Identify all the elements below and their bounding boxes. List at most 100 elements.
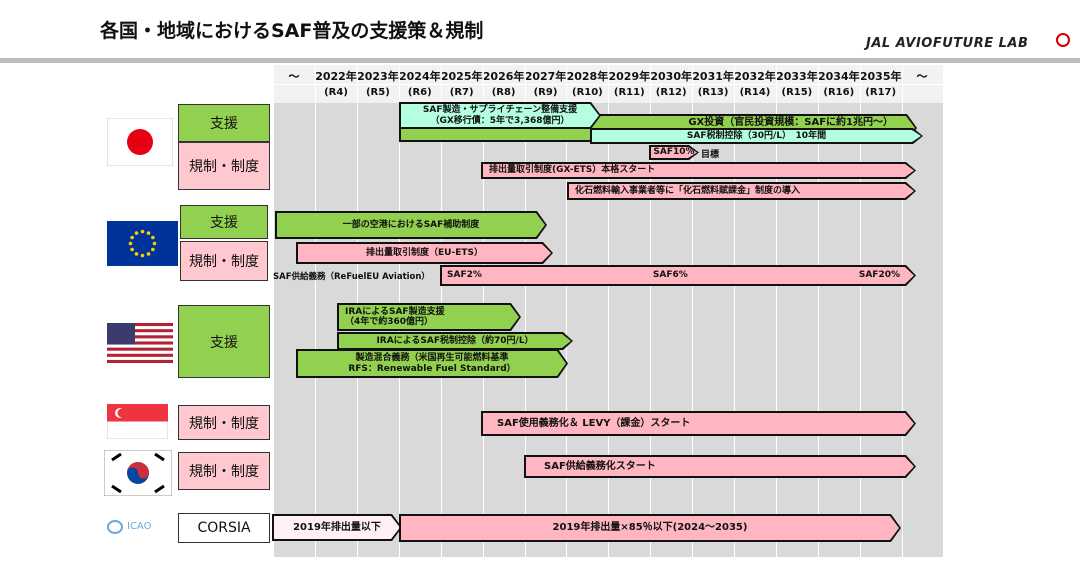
singapore-flag: [107, 404, 168, 439]
eu-star: [130, 247, 134, 252]
reiwa-label: (R16): [823, 87, 855, 98]
year-label: 2035年: [859, 70, 902, 83]
saf2-label: SAF2%: [447, 270, 482, 281]
reiwa-label: (R8): [491, 87, 516, 98]
year-label: 2024年: [398, 70, 441, 83]
japan-gx-ets-bar: 排出量取引制度(GX-ETS）本格スタート: [481, 162, 916, 179]
saf10-label: SAF10%: [651, 147, 697, 158]
reiwa-label: (R14): [739, 87, 771, 98]
year-label: 2027年: [524, 70, 567, 83]
target-label: 目標: [701, 150, 720, 160]
fossil-levy-label: 化石燃料輸入事業者等に「化石燃料賦課金」制度の導入: [569, 184, 914, 198]
grid-line: [734, 65, 735, 557]
eu-star: [152, 241, 157, 246]
eu-star: [134, 252, 139, 256]
japan-fossil-levy-bar: 化石燃料輸入事業者等に「化石燃料賦課金」制度の導入: [567, 182, 916, 200]
japan-regulation-label: 規制・制度: [178, 142, 270, 190]
corsia-target-label: 2019年排出量×85％以下(2024～2035): [401, 516, 899, 540]
corsia-target-bar: 2019年排出量×85％以下(2024～2035): [399, 514, 901, 542]
usa-rfs-bar: 製造混合義務（米国再生可能燃料基準 RFS：Renewable Fuel Sta…: [296, 349, 568, 378]
eu-star: [140, 229, 145, 234]
grid-line: [525, 65, 526, 557]
eu-star: [146, 252, 151, 256]
usa-ira-production-bar: IRAによるSAF製造支援 （4年で約360億円）: [337, 303, 521, 331]
us-stripe: [107, 341, 173, 345]
korea-mandate-bar: SAF供給義務化スタート: [524, 455, 916, 478]
grid-line: [650, 65, 651, 557]
year-label: 2031年: [692, 70, 734, 83]
year-label: 2028年: [566, 70, 609, 83]
eu-support-label: 支援: [180, 205, 268, 239]
us-stripe: [107, 347, 173, 351]
us-stripe: [107, 359, 173, 363]
reiwa-label: (R9): [533, 87, 558, 98]
reiwa-label: (R7): [449, 87, 474, 98]
korea-regulation-label: 規制・制度: [178, 452, 270, 490]
grid-line: [902, 65, 903, 557]
page-title: 各国・地域におけるSAF普及の支援策＆規制: [100, 20, 484, 42]
eu-star: [134, 231, 139, 235]
supply-chain-label: SAF製造・サプライチェーン整備支援 （GX移行債：5年で3,368億円）: [401, 104, 599, 127]
reiwa-label: (R5): [365, 87, 390, 98]
reiwa-label: (R17): [865, 87, 897, 98]
reiwa-label: (R11): [613, 87, 645, 98]
icao-logo: ICAO: [127, 521, 152, 532]
grid-line: [566, 65, 567, 557]
grid-line: [315, 65, 316, 557]
reiwa-label: (R12): [655, 87, 687, 98]
divider: [0, 58, 1080, 63]
korea-flag: [104, 450, 172, 496]
us-stripe: [107, 329, 173, 333]
us-flag: [107, 323, 173, 363]
ira-tax-label: IRAによるSAF税制控除（約70円/L）: [339, 334, 571, 348]
singapore-regulation-label: 規制・制度: [178, 405, 270, 440]
gx-ets-label: 排出量取引制度(GX-ETS）本格スタート: [483, 164, 914, 177]
grid-line: [818, 65, 819, 557]
eu-star: [128, 241, 133, 246]
corsia-baseline-label: 2019年排出量以下: [274, 516, 400, 539]
timeline-start: ～: [288, 70, 300, 83]
eu-refuel-bar: SAF2%SAF6%SAF20%: [440, 265, 916, 286]
tax-label: SAF税制控除（30円/L） 10年間: [592, 130, 921, 142]
jal-crane-icon: [1056, 33, 1070, 47]
airport-subsidy-label: 一部の空港におけるSAF補助制度: [277, 213, 545, 237]
grid-line: [273, 65, 274, 557]
japan-tax-credit-bar: SAF税制控除（30円/L） 10年間: [590, 128, 923, 144]
eu-star: [146, 231, 151, 235]
grid-line: [608, 65, 609, 557]
japan-support-label: 支援: [178, 104, 270, 142]
year-label: 2030年: [650, 70, 692, 83]
saf20-label: SAF20%: [858, 270, 900, 281]
year-label: 2026年: [482, 70, 525, 83]
levy-label: SAF使用義務化＆ LEVY（課金）スタート: [483, 413, 914, 434]
reiwa-label: (R6): [407, 87, 432, 98]
mandate-label: SAF供給義務化スタート: [526, 457, 914, 476]
us-stripe: [107, 323, 173, 327]
eu-star: [130, 235, 134, 240]
corsia-baseline-bar: 2019年排出量以下: [272, 514, 402, 541]
eu-ets-bar: 排出量取引制度（EU-ETS）: [296, 242, 553, 264]
timeline-end: ～: [916, 70, 928, 83]
japan-saf10-bar: SAF10%: [649, 145, 699, 160]
reiwa-label: (R13): [697, 87, 729, 98]
year-label: 2033年: [776, 70, 818, 83]
reiwa-label: (R10): [572, 87, 603, 98]
usa-support-label: 支援: [178, 305, 270, 378]
year-label: 2034年: [817, 70, 860, 83]
us-stripe: [107, 335, 173, 339]
grid-line: [776, 65, 777, 557]
grid-line: [692, 65, 693, 557]
eu-star: [151, 247, 155, 252]
reiwa-label: (R4): [324, 87, 348, 98]
year-label: 2029年: [608, 70, 651, 83]
year-label: 2032年: [734, 70, 776, 83]
year-label: 2025年: [440, 70, 483, 83]
reiwa-label: (R15): [781, 87, 813, 98]
rfs-label: 製造混合義務（米国再生可能燃料基準 RFS：Renewable Fuel Sta…: [298, 351, 566, 376]
eu-airport-subsidy-bar: 一部の空港におけるSAF補助制度: [275, 211, 547, 239]
refuel-label: SAF供給義務（ReFuelEU Aviation）: [273, 272, 430, 282]
corsia-label: CORSIA: [178, 513, 270, 543]
icao-emblem-icon: [107, 520, 123, 534]
grid-line: [860, 65, 861, 557]
eu-flag: [107, 221, 178, 266]
